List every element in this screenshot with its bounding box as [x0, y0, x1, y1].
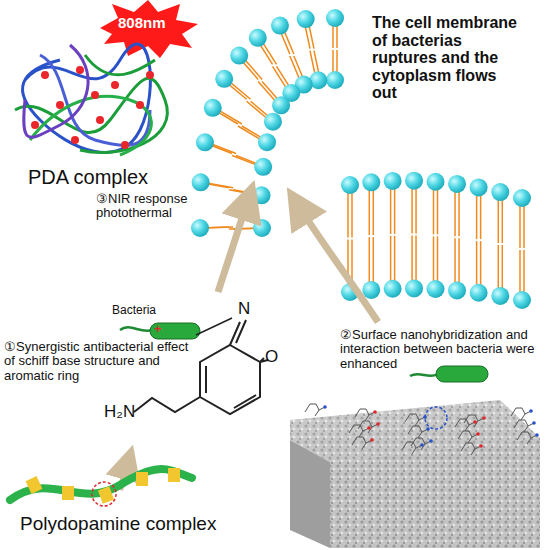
surface-molecule — [514, 420, 534, 432]
lipid-head — [384, 280, 402, 298]
surface-atom — [476, 432, 480, 436]
lipid-head — [513, 291, 531, 309]
lipid-head — [230, 47, 248, 65]
surface-atom — [532, 421, 536, 425]
lipid-head — [253, 219, 271, 237]
flow-arrow — [298, 205, 378, 322]
polydopamine-chain — [10, 468, 192, 506]
lipid-head — [272, 96, 290, 114]
surface-atom — [482, 416, 486, 420]
lipid-head — [448, 281, 466, 299]
lipid-head — [264, 113, 282, 131]
surface-molecule — [408, 426, 428, 438]
lipid-head — [326, 71, 344, 89]
nano-surface — [290, 366, 540, 548]
surface-atom — [373, 410, 377, 414]
surface-atom — [479, 444, 483, 448]
cell-membrane — [191, 9, 531, 309]
lipid-head — [470, 178, 488, 196]
label: 808nm — [118, 15, 166, 32]
pda-network — [15, 44, 167, 155]
lipid-head — [196, 133, 214, 151]
lipid-head — [192, 173, 210, 191]
surface-atom — [367, 426, 371, 430]
lipid-head — [271, 17, 289, 35]
surface-molecule — [511, 408, 531, 420]
label: ①Synergistic antibacterial effect of sch… — [4, 340, 194, 383]
surface-molecule — [305, 404, 325, 416]
lipid-head — [513, 189, 531, 207]
surface-atom — [529, 409, 533, 413]
lipid-head — [204, 99, 222, 117]
label: + — [154, 322, 162, 336]
lipid-head — [254, 158, 272, 176]
lipid-head — [384, 172, 402, 190]
bacterium — [120, 318, 232, 339]
pda-dots — [31, 66, 154, 149]
surface-atom — [370, 438, 374, 442]
surface-atom — [535, 433, 539, 437]
lipid-head — [491, 287, 509, 305]
surface-molecule — [455, 419, 475, 431]
lipid-head — [258, 133, 276, 151]
lipid-head — [448, 175, 466, 193]
label: N — [238, 300, 250, 319]
surface-molecule — [402, 442, 422, 454]
lipid-head — [405, 279, 423, 297]
laser-burst — [100, 0, 198, 58]
label: The cell membrane of bacterias ruptures … — [372, 14, 522, 102]
lipid-head — [215, 70, 233, 88]
label: Polydopamine complex — [20, 514, 216, 535]
lipid-head — [362, 173, 380, 191]
lipid-head — [253, 186, 271, 204]
lipid-head — [191, 219, 209, 237]
surface-atom — [473, 420, 477, 424]
surface-molecule — [349, 425, 369, 437]
surface-atom — [420, 443, 424, 447]
lipid-head — [341, 176, 359, 194]
surface-atom — [426, 427, 430, 431]
lipid-head — [470, 284, 488, 302]
label: Bacteria — [112, 304, 156, 317]
lipid-head — [326, 9, 344, 27]
lipid-head — [405, 172, 423, 190]
surface-atom — [429, 439, 433, 443]
surface-atom — [376, 422, 380, 426]
label: ②Surface nanohybridization and interacti… — [340, 328, 540, 371]
label: ③NIR response photothermal — [96, 192, 226, 221]
lipid-head — [297, 10, 315, 28]
lipid-head — [491, 183, 509, 201]
surface-molecule — [405, 414, 425, 426]
label: H₂N — [104, 403, 135, 422]
lipid-head — [249, 29, 267, 47]
surface-molecule — [461, 443, 481, 455]
surface-atom — [323, 405, 327, 409]
surface-molecule — [352, 437, 372, 449]
label: O — [265, 348, 278, 367]
lipid-head — [427, 173, 445, 191]
flow-arrow — [218, 200, 248, 292]
lipid-head — [427, 280, 445, 298]
surface-molecule — [458, 431, 478, 443]
surface-molecule — [355, 409, 375, 421]
surface-molecule — [517, 432, 537, 444]
lipid-head — [362, 281, 380, 299]
label: PDA complex — [28, 166, 148, 188]
